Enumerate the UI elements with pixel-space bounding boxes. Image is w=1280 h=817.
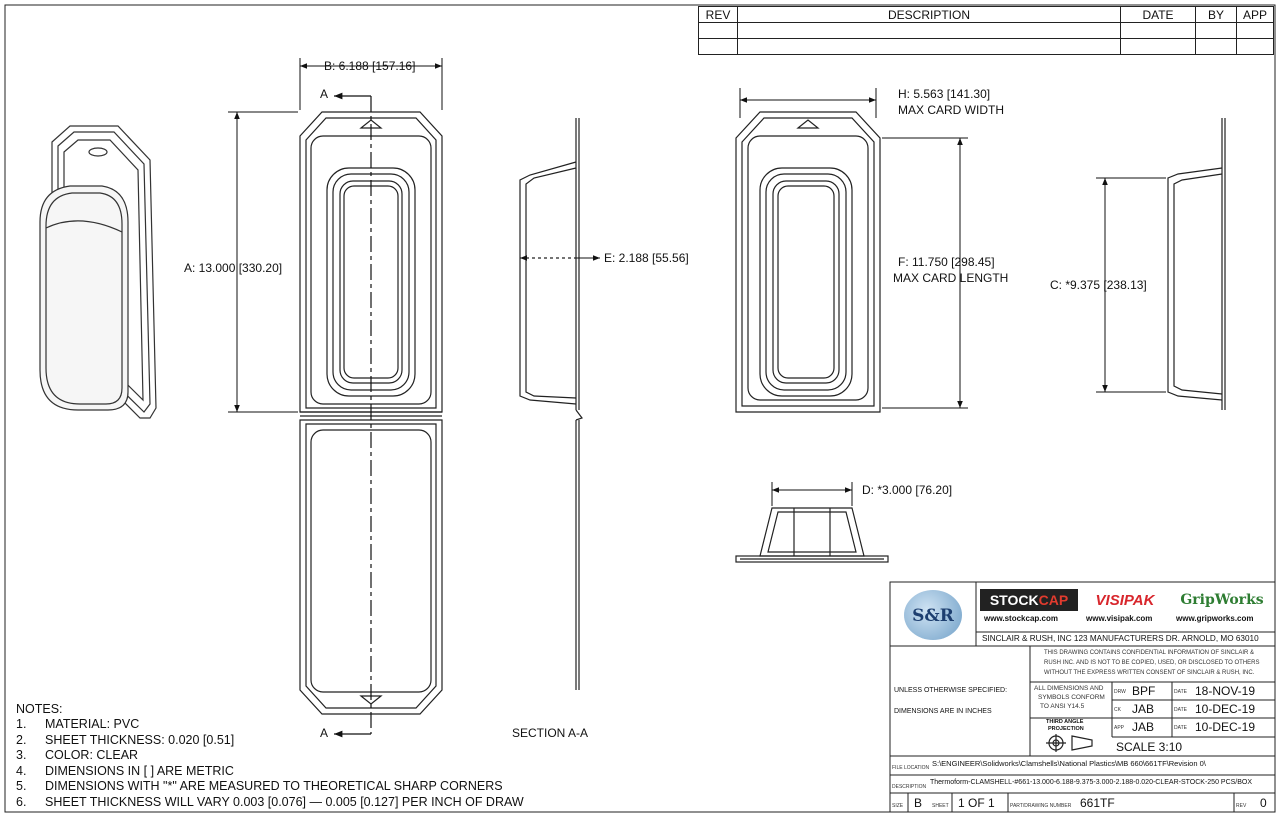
note-item: 6.SHEET THICKNESS WILL VARY 0.003 [0.076… [16,794,524,809]
size-label: SIZE [892,803,904,809]
dim-d-label: D: *3.000 [76.20] [862,483,953,497]
dim-a [228,111,298,413]
dim-h-note: MAX CARD WIDTH [898,103,1004,117]
ansi-line: ALL DIMENSIONS AND [1034,685,1104,692]
isometric-view [39,125,157,419]
third-angle-symbol [1046,734,1093,752]
checked-date-label: DATE [1174,707,1187,713]
scale: SCALE 3:10 [1116,740,1183,754]
gripworks-url: www.gripworks.com [1176,614,1254,623]
note-item: 1.MATERIAL: PVC [16,717,140,731]
dim-f [882,137,968,409]
sheet-border [4,4,1276,813]
dim-b [299,58,443,110]
dim-h [739,88,877,118]
app-header: APP [1236,6,1274,23]
section-line [334,92,372,738]
part-number: 661TF [1080,796,1115,810]
checked-label: CK [1114,707,1121,713]
visipak-logo: VISIPAK [1095,591,1155,609]
sr-logo-text: S&R [912,606,954,626]
ansi-line: SYMBOLS CONFORM [1038,694,1105,701]
by-header: BY [1195,6,1237,23]
projection-label: PROJECTION [1048,726,1084,732]
section-profile [519,118,583,690]
note-item: 4.DIMENSIONS IN [ ] ARE METRIC [16,763,234,778]
drawn-date-label: DATE [1174,689,1187,695]
section-mark-bottom: A [320,726,329,740]
drawn-date: 18-NOV-19 [1195,684,1256,698]
notes-title: NOTES: [16,702,63,716]
stockcap-url: www.stockcap.com [984,614,1058,623]
dim-h-label: H: 5.563 [141.30] [898,87,991,101]
confidential-line: WITHOUT THE EXPRESS WRITTEN CONSENT OF S… [1044,670,1255,676]
approved-date: 10-DEC-19 [1195,720,1256,734]
company-address: SINCLAIR & RUSH, INC 123 MANUFACTURERS D… [982,634,1259,643]
note-item: 3.COLOR: CLEAR [16,748,139,762]
title-block-lines [889,581,1276,813]
dim-b-label: B: 6.188 [157.16] [324,59,416,73]
dim-d [771,482,853,506]
note-item: 5.DIMENSIONS WITH "*" ARE MEASURED TO TH… [16,779,503,793]
dim-a-label: A: 13.000 [330.20] [184,261,283,275]
dim-f-label: F: 11.750 [298.45] [898,255,995,269]
checked-date: 10-DEC-19 [1195,702,1256,716]
ansi-line: TO ANSI Y14.5 [1040,703,1085,710]
card-view [735,111,881,413]
sr-logo: S&R [904,590,962,640]
sheet-label: SHEET [932,803,949,809]
rev-label: REV [1236,803,1247,809]
drawn-label: DRW [1114,689,1126,695]
approved-by: JAB [1132,720,1155,734]
visipak-url: www.visipak.com [1086,614,1153,623]
file-location-label: FILE LOCATION [892,765,930,771]
approved-date-label: DATE [1174,725,1187,731]
rev: 0 [1260,796,1267,810]
section-mark-top: A [320,87,329,101]
drawn-by: BPF [1132,684,1156,698]
section-caption: SECTION A-A [512,726,589,740]
side-view [1167,118,1226,410]
dims-in-inches: DIMENSIONS ARE IN INCHES [894,708,992,715]
rev-header: REV [698,6,738,23]
notes: NOTES: 1.MATERIAL: PVC 2.SHEET THICKNESS… [16,702,524,810]
file-location: S:\ENGINEER\Solidworks\Clamshells\Nation… [932,759,1206,768]
description-label: DESCRIPTION [892,784,927,790]
revision-table: REV DESCRIPTION DATE BY APP [698,6,1274,55]
part-label: PART/DRAWING NUMBER [1010,803,1072,809]
description-header: DESCRIPTION [737,6,1121,23]
third-angle-label: THIRD ANGLE [1046,719,1084,725]
approved-label: APP [1114,725,1125,731]
dim-f-note: MAX CARD LENGTH [893,271,1009,285]
dim-c [1096,177,1166,393]
date-header: DATE [1120,6,1196,23]
unless-specified: UNLESS OTHERWISE SPECIFIED: [894,687,1008,694]
confidential-line: RUSH INC. AND IS NOT TO BE COPIED, USED,… [1044,660,1260,666]
description: Thermoform-CLAMSHELL-#661-13.000-6.188-9… [930,779,1253,786]
gripworks-logo: GripWorks [1180,592,1264,608]
dim-e-label: E: 2.188 [55.56] [604,251,689,265]
dim-c-label: C: *9.375 [238.13] [1050,278,1147,292]
sheet: 1 OF 1 [958,796,995,810]
end-view [735,507,889,563]
size: B [914,796,923,810]
checked-by: JAB [1132,702,1155,716]
note-item: 2.SHEET THICKNESS: 0.020 [0.51] [16,732,235,747]
confidential-line: THIS DRAWING CONTAINS CONFIDENTIAL INFOR… [1044,650,1255,656]
